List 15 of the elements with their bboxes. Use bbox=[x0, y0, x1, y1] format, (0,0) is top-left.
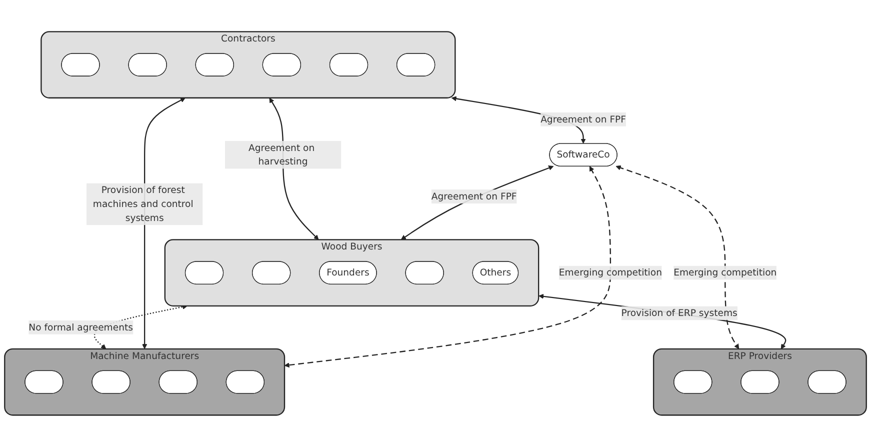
edge-label: Agreement on FPF bbox=[540, 114, 626, 125]
arrow bbox=[400, 166, 554, 240]
edge-label: Agreement on FPF bbox=[431, 190, 517, 202]
edge-label: Emerging competition bbox=[674, 267, 777, 278]
cluster: Contractors bbox=[40, 31, 456, 99]
arrow bbox=[538, 294, 786, 350]
arrow bbox=[616, 165, 740, 350]
edge-label: Agreement on harvesting bbox=[248, 142, 315, 168]
cluster: ERP Providers bbox=[652, 348, 867, 416]
edge-label: Provision of ERP systems bbox=[621, 307, 738, 319]
edge-label: Emerging competition bbox=[558, 267, 662, 278]
arrow bbox=[284, 166, 612, 368]
cluster: Machine Manufacturers bbox=[4, 348, 286, 416]
edge-label: Provision of forest machines and control systems bbox=[92, 184, 194, 224]
edge-label: No formal agreements bbox=[28, 322, 133, 333]
